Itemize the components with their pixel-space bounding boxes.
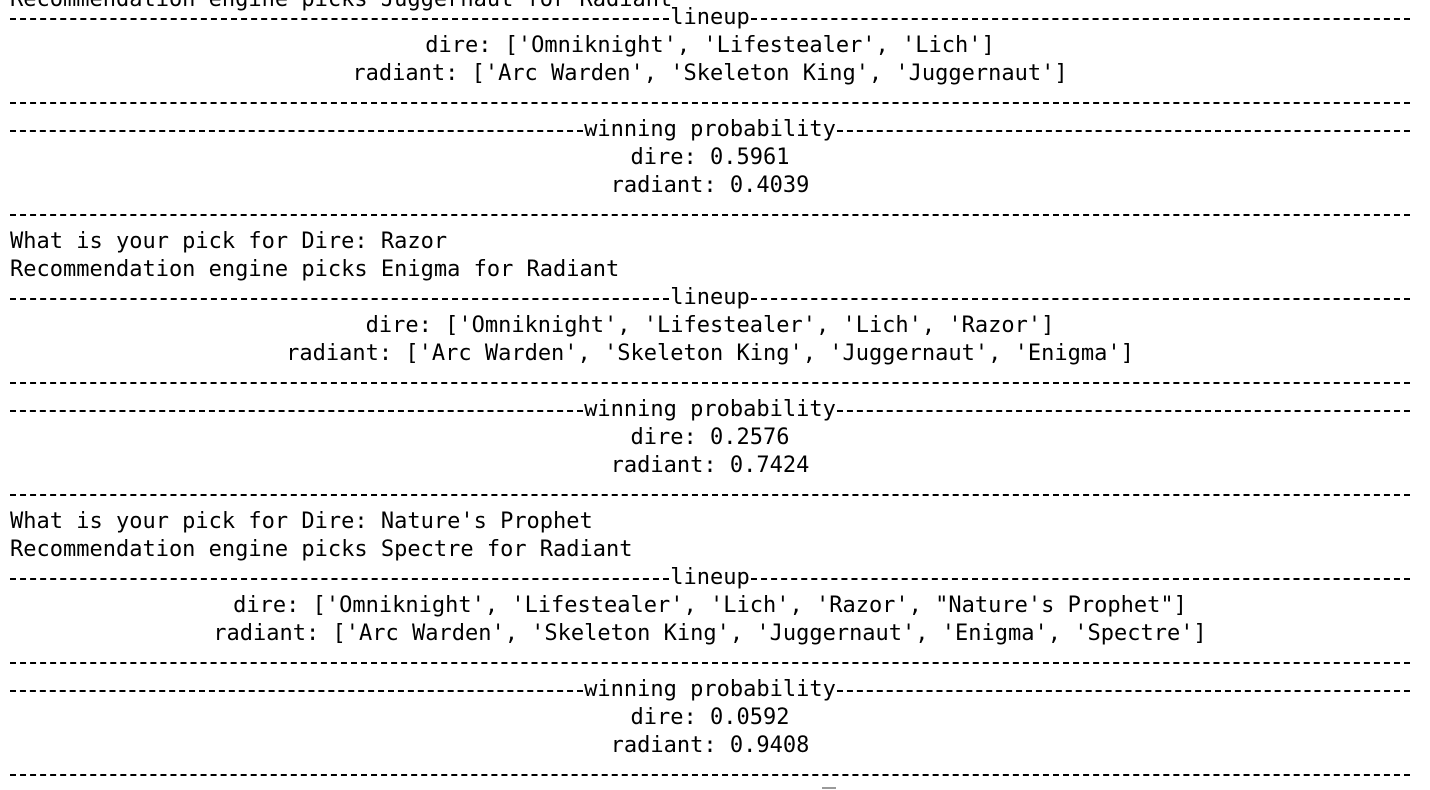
dashed-rule xyxy=(10,578,670,580)
dashed-rule xyxy=(10,130,584,132)
radiant-lineup: radiant: ['Arc Warden', 'Skeleton King',… xyxy=(286,341,1134,366)
dashed-rule xyxy=(10,494,1410,496)
dashed-rule xyxy=(10,690,584,692)
separator-line xyxy=(10,200,1410,228)
lineup-separator: lineup xyxy=(10,4,1410,32)
dire-lineup: dire: ['Omniknight', 'Lifestealer', 'Lic… xyxy=(365,313,1055,338)
dire-lineup: dire: ['Omniknight', 'Lifestealer', 'Lic… xyxy=(233,593,1187,618)
probability-separator: winning probability xyxy=(10,396,1410,424)
dashed-rule xyxy=(10,774,1410,776)
dashed-rule xyxy=(836,130,1410,132)
pick-prompt: What is your pick for Dire: Nature's Pro… xyxy=(10,509,593,534)
dashed-rule xyxy=(10,102,1410,104)
radiant-probability: radiant: 0.9408 xyxy=(610,733,810,758)
dire-lineup: dire: ['Omniknight', 'Lifestealer', 'Lic… xyxy=(425,33,995,58)
dashed-rule xyxy=(10,410,584,412)
dashed-rule xyxy=(10,18,670,20)
dashed-rule xyxy=(836,690,1410,692)
separator-line xyxy=(10,368,1410,396)
dashed-rule xyxy=(836,410,1410,412)
partial-output-line: Recommendation engine picks Juggernaut f… xyxy=(10,0,1410,14)
dashed-rule xyxy=(750,18,1410,20)
lineup-separator: lineup xyxy=(10,284,1410,312)
text-cursor xyxy=(822,787,836,789)
separator-label: winning probability xyxy=(584,397,836,422)
pick-prompt: What is your pick for Dire: Razor xyxy=(10,229,448,254)
separator-label: lineup xyxy=(670,285,750,310)
dashed-rule xyxy=(10,382,1410,384)
separator-label: winning probability xyxy=(584,677,836,702)
separator-line xyxy=(10,88,1410,116)
dire-probability: dire: 0.2576 xyxy=(630,425,790,450)
dashed-rule xyxy=(10,662,1410,664)
radiant-probability: radiant: 0.4039 xyxy=(610,173,810,198)
recommendation-line: Recommendation engine picks Spectre for … xyxy=(10,537,633,562)
dashed-rule xyxy=(750,578,1410,580)
dashed-rule xyxy=(10,298,670,300)
separator-label: winning probability xyxy=(584,117,836,142)
recommendation-line: Recommendation engine picks Enigma for R… xyxy=(10,257,620,282)
radiant-probability: radiant: 0.7424 xyxy=(610,453,810,478)
dire-probability: dire: 0.0592 xyxy=(630,705,790,730)
radiant-lineup: radiant: ['Arc Warden', 'Skeleton King',… xyxy=(352,61,1068,86)
dashed-rule xyxy=(10,214,1410,216)
dire-probability: dire: 0.5961 xyxy=(630,145,790,170)
separator-line xyxy=(10,760,1410,788)
radiant-lineup: radiant: ['Arc Warden', 'Skeleton King',… xyxy=(213,621,1207,646)
probability-separator: winning probability xyxy=(10,116,1410,144)
separator-line xyxy=(10,648,1410,676)
separator-line xyxy=(10,480,1410,508)
dashed-rule xyxy=(750,298,1410,300)
separator-label: lineup xyxy=(670,5,750,30)
probability-separator: winning probability xyxy=(10,676,1410,704)
separator-label: lineup xyxy=(670,565,750,590)
lineup-separator: lineup xyxy=(10,564,1410,592)
